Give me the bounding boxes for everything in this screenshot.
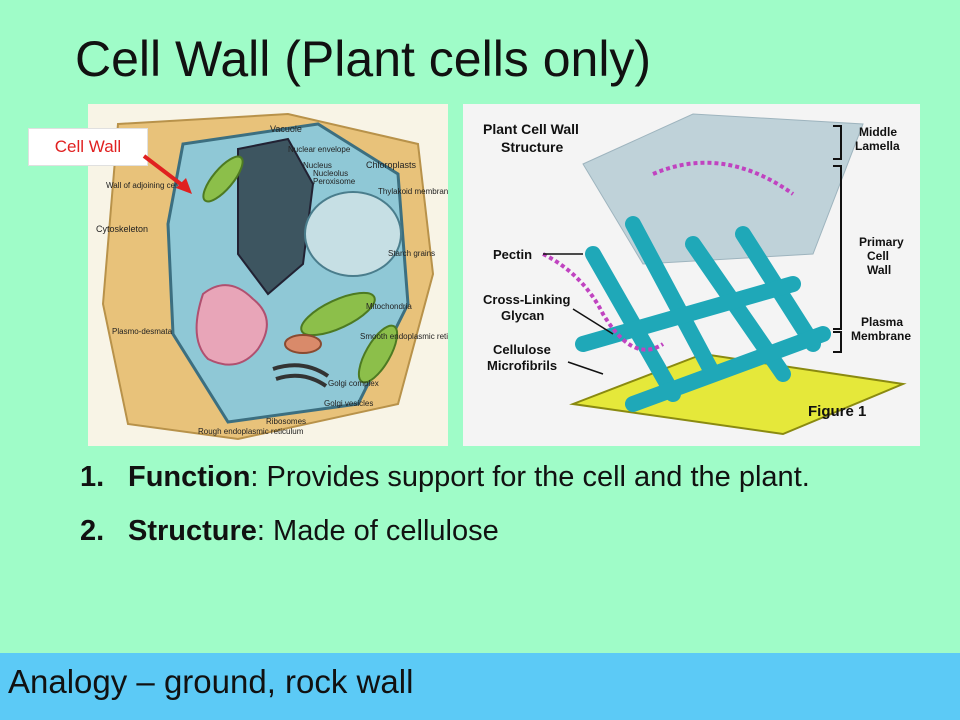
list-item: 2. Structure: Made of cellulose bbox=[80, 512, 880, 550]
label-vacuole: Vacuole bbox=[270, 124, 302, 134]
list-number: 1. bbox=[80, 461, 105, 493]
label-middle-1: Middle bbox=[859, 125, 897, 139]
label-cellulose-2: Microfibrils bbox=[487, 358, 557, 373]
label-cross-linking-2: Glycan bbox=[501, 308, 544, 323]
list-number: 2. bbox=[80, 515, 105, 547]
list-term: Function bbox=[128, 461, 251, 493]
label-cytoskeleton: Cytoskeleton bbox=[96, 224, 148, 234]
slide-title: Cell Wall (Plant cells only) bbox=[75, 31, 652, 87]
label-nuclear-envelope: Nuclear envelope bbox=[288, 145, 351, 154]
label-cross-linking-1: Cross-Linking bbox=[483, 292, 570, 307]
label-mitochondria: Mitochondria bbox=[366, 302, 412, 311]
figure-1-label: Figure 1 bbox=[808, 403, 866, 420]
label-pectin: Pectin bbox=[493, 247, 532, 262]
label-plasma-2: Membrane bbox=[851, 329, 911, 343]
wall-structure-title-1: Plant Cell Wall bbox=[483, 121, 579, 137]
label-primary-3: Wall bbox=[867, 263, 891, 277]
label-golgi-complex: Golgi complex bbox=[328, 379, 379, 388]
label-starch: Starch grains bbox=[388, 249, 435, 258]
label-nucleus: Nucleus bbox=[303, 161, 332, 170]
list-term: Structure bbox=[128, 515, 257, 547]
content-list: 1. Function: Provides support for the ce… bbox=[80, 458, 880, 566]
cell-wall-structure-diagram: Plant Cell Wall Structure Pectin Cross-L… bbox=[463, 104, 920, 446]
label-rough-er: Rough endoplasmic reticulum bbox=[198, 427, 304, 436]
red-arrow-icon bbox=[142, 154, 192, 194]
label-smooth-er: Smooth endoplasmic reticulum bbox=[360, 332, 448, 341]
label-wall-adjoining: Wall of adjoining cell bbox=[106, 181, 179, 190]
wall-structure-title-2: Structure bbox=[501, 139, 563, 155]
label-thylakoid: Thylakoid membranes bbox=[378, 187, 448, 196]
label-peroxisome: Peroxisome bbox=[313, 177, 356, 186]
label-middle-2: Lamella bbox=[855, 139, 900, 153]
list-text: : Provides support for the cell and the … bbox=[250, 461, 810, 493]
plant-cell-diagram: Vacuole Nuclear envelope Nucleus Nucleol… bbox=[88, 104, 470, 446]
footer-bar: Analogy – ground, rock wall bbox=[0, 653, 960, 720]
list-item: 1. Function: Provides support for the ce… bbox=[80, 458, 880, 496]
label-primary-1: Primary bbox=[859, 235, 904, 249]
label-plasmodesmata: Plasmo-desmata bbox=[112, 327, 173, 336]
label-nucleolus: Nucleolus bbox=[313, 169, 348, 178]
label-ribosomes: Ribosomes bbox=[266, 417, 306, 426]
plant-cell-illustration: Vacuole Nuclear envelope Nucleus Nucleol… bbox=[96, 112, 470, 441]
cell-wall-callout: Cell Wall bbox=[28, 128, 148, 166]
analogy-text: Analogy – ground, rock wall bbox=[8, 663, 414, 700]
label-cellulose-1: Cellulose bbox=[493, 342, 551, 357]
cell-wall-structure-illustration: Plant Cell Wall Structure Pectin Cross-L… bbox=[483, 113, 911, 436]
label-plasma-1: Plasma bbox=[861, 315, 903, 329]
label-golgi-vesicles: Golgi vesicles bbox=[324, 399, 373, 408]
list-text: : Made of cellulose bbox=[256, 515, 499, 547]
label-chloroplasts: Chloroplasts bbox=[366, 160, 417, 170]
label-primary-2: Cell bbox=[867, 249, 889, 263]
